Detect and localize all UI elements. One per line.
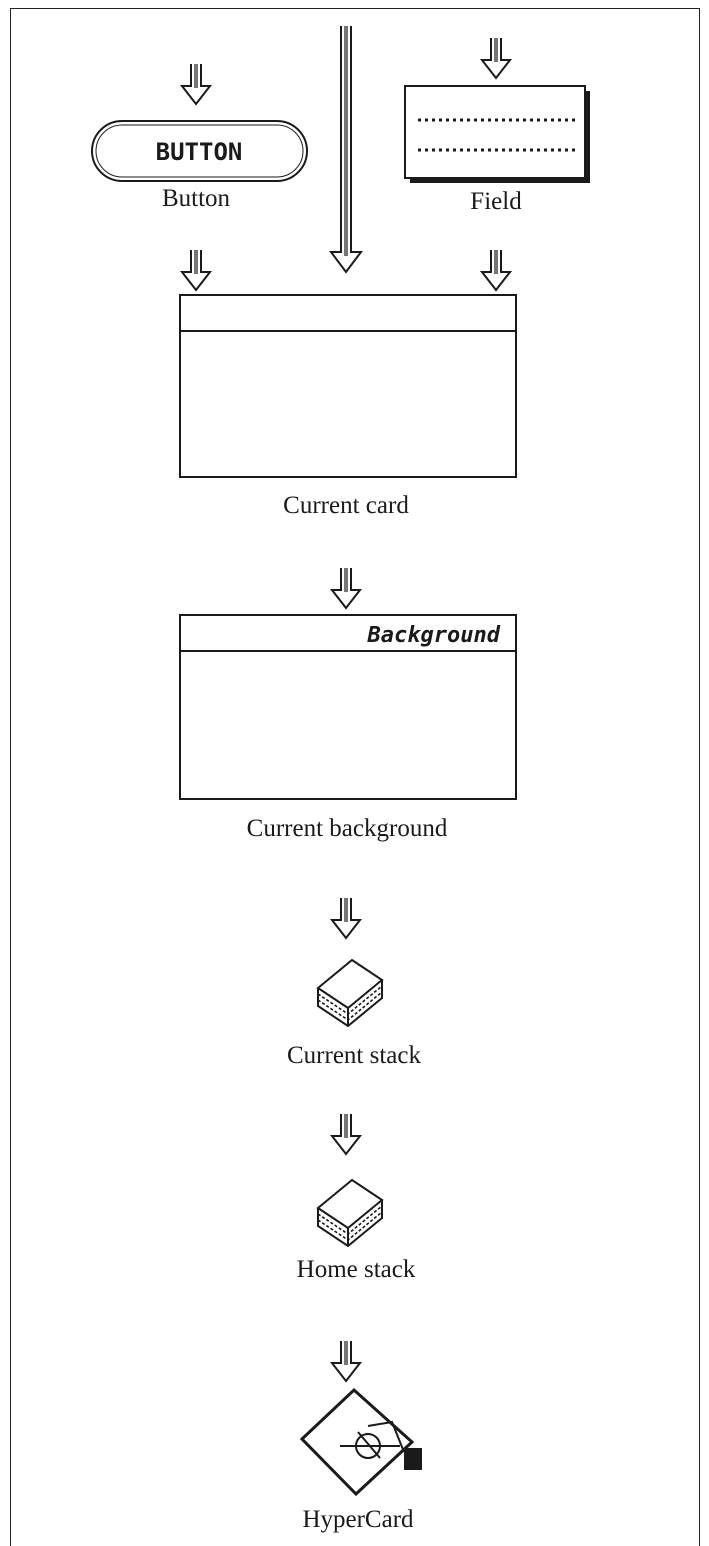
current-card-label: Current card	[283, 492, 409, 519]
arrow-card-to-background	[331, 567, 361, 609]
hypercard-label: HyperCard	[302, 1506, 414, 1533]
card-window	[179, 294, 517, 478]
arrow-home-to-hypercard	[331, 1340, 361, 1382]
arrow-into-field	[481, 37, 511, 79]
background-window: Background	[179, 614, 517, 800]
arrow-button-to-card	[181, 249, 211, 291]
arrow-field-to-card	[481, 249, 511, 291]
home-stack-label: Home stack	[296, 1256, 416, 1283]
stack-icon	[317, 959, 383, 1027]
button-label: Button	[161, 185, 231, 212]
button-widget-text: BUTTON	[156, 138, 243, 166]
button-widget: BUTTON	[91, 120, 308, 182]
arrow-into-button	[181, 63, 211, 105]
hypercard-icon	[299, 1387, 422, 1497]
long-arrow-into-card	[329, 26, 363, 274]
current-stack-label: Current stack	[287, 1042, 421, 1069]
home-stack-icon	[317, 1179, 383, 1247]
arrow-background-to-stack	[331, 897, 361, 939]
field-label: Field	[470, 188, 522, 215]
arrow-stack-to-home	[331, 1113, 361, 1155]
background-widget-text: Background	[367, 623, 501, 648]
field-widget	[404, 85, 590, 183]
page-frame	[10, 8, 700, 1546]
current-background-label: Current background	[246, 815, 448, 842]
